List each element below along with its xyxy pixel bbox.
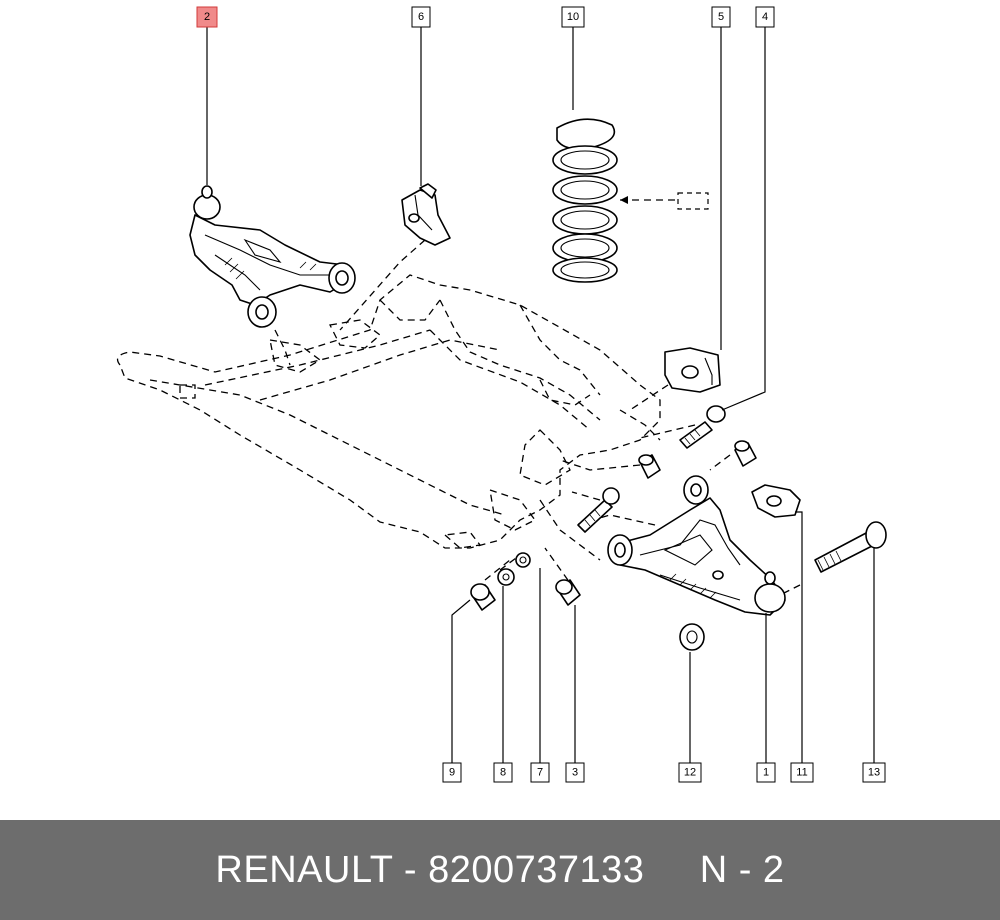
- svg-text:1: 1: [763, 767, 769, 779]
- bolt-part-13: [814, 521, 887, 573]
- leader-lines: [206, 27, 875, 763]
- svg-text:6: 6: [418, 11, 424, 23]
- callout-13[interactable]: 13: [862, 762, 886, 783]
- svg-text:11: 11: [796, 767, 807, 779]
- callout-12[interactable]: 12: [678, 762, 702, 783]
- svg-text:13: 13: [868, 767, 880, 779]
- svg-text:7: 7: [537, 767, 543, 779]
- callout-4[interactable]: 4: [755, 6, 775, 28]
- part-number: 8200737133: [428, 848, 645, 891]
- svg-text:2: 2: [204, 11, 210, 23]
- callout-11[interactable]: 11: [790, 762, 814, 783]
- part-number-footer: RENAULT - 8200737133 N - 2: [0, 820, 1000, 920]
- caption-separator: -: [392, 848, 429, 891]
- callout-7[interactable]: 7: [530, 762, 550, 783]
- bush-upper-right: [734, 440, 757, 467]
- diagram-reference: N - 2: [699, 848, 785, 891]
- nut-part-12: [679, 623, 705, 651]
- callout-1[interactable]: 1: [756, 762, 776, 783]
- callout-9[interactable]: 9: [442, 762, 462, 783]
- nut-upper: [638, 454, 661, 479]
- exploded-suspension-diagram: 2 6 10 5 4 9 8 7 3 12 1 11: [116, 6, 887, 783]
- bush-part-3: [555, 579, 581, 606]
- shim-plate-part-11: [751, 484, 801, 518]
- nut-part-8: [497, 568, 515, 586]
- svg-text:12: 12: [684, 767, 696, 779]
- arrow-icon: [620, 196, 628, 204]
- spring-reference-box: [677, 192, 709, 210]
- svg-text:5: 5: [718, 11, 724, 23]
- svg-text:10: 10: [567, 11, 579, 23]
- callout-10[interactable]: 10: [561, 6, 585, 28]
- brand-name: RENAULT: [215, 848, 393, 891]
- svg-text:8: 8: [500, 767, 506, 779]
- lower-control-arm-part-1: [607, 475, 786, 616]
- caption-gap: [644, 849, 699, 891]
- subframe-outline: [116, 274, 661, 549]
- callout-6[interactable]: 6: [411, 6, 431, 28]
- control-arm-assembly-part-2: [189, 185, 356, 328]
- svg-text:4: 4: [762, 11, 768, 23]
- assembly-guide-lines: [274, 199, 801, 596]
- callout-3[interactable]: 3: [565, 762, 585, 783]
- mounting-plate-part-5: [664, 347, 721, 393]
- bush-part-9: [470, 583, 496, 611]
- bolt-part-4: [679, 405, 726, 449]
- svg-text:9: 9: [449, 767, 455, 779]
- bracket-part-6: [401, 183, 451, 246]
- coil-spring-part-10: [552, 118, 618, 283]
- footer-caption: RENAULT - 8200737133 N - 2: [215, 849, 784, 892]
- callout-8[interactable]: 8: [493, 762, 513, 783]
- bolt-middle: [577, 487, 620, 533]
- callout-2[interactable]: 2: [196, 6, 218, 28]
- svg-text:3: 3: [572, 767, 578, 779]
- callout-5[interactable]: 5: [711, 6, 731, 28]
- washer-part-7: [515, 552, 531, 568]
